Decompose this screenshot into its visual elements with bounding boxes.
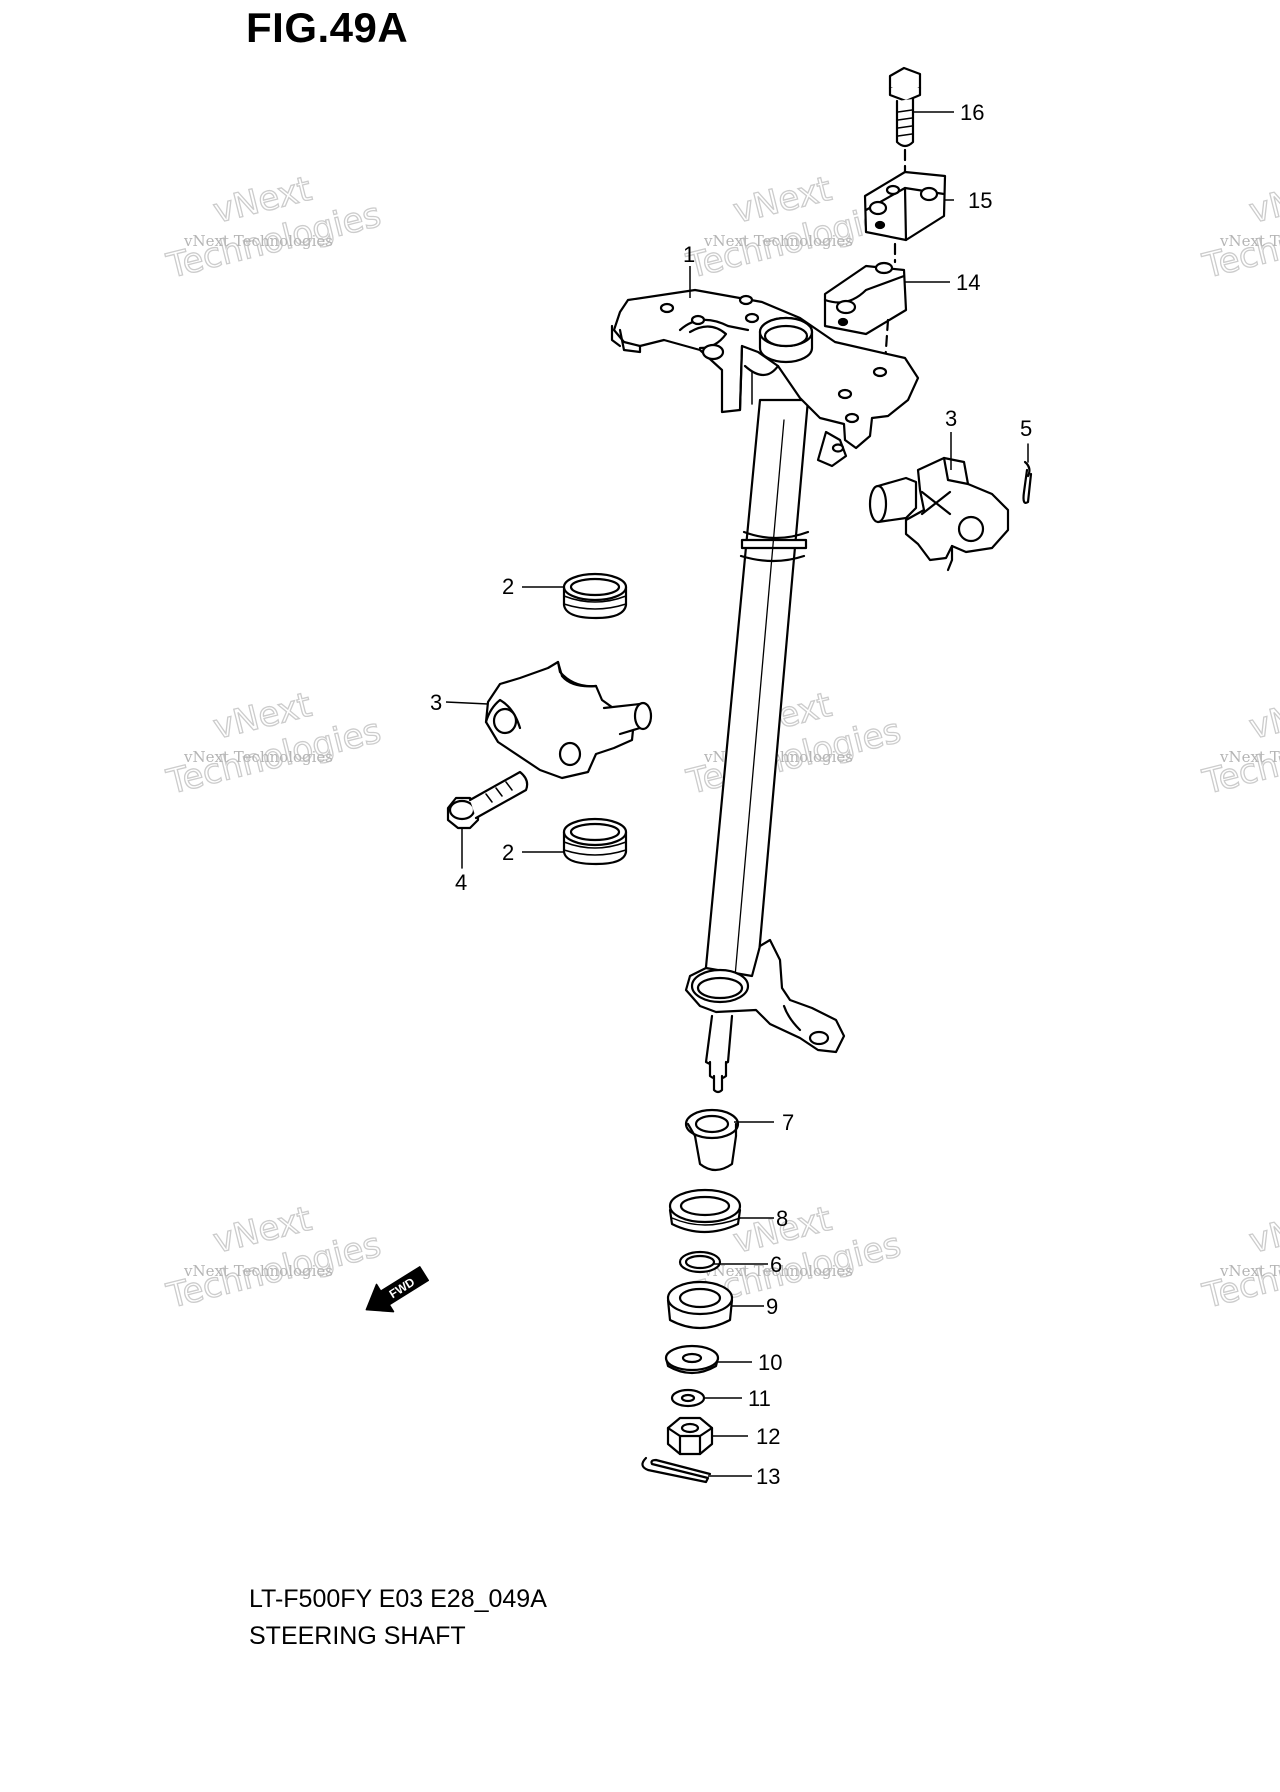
part-1-shaft-bracket <box>610 288 920 468</box>
figure-caption-name: STEERING SHAFT <box>249 1622 466 1650</box>
watermark-left-mid: vNext Technologies vNext Technologies <box>162 684 386 803</box>
part-13-cotter-pin <box>641 1456 712 1484</box>
part-5-cotter-pin <box>1022 460 1033 504</box>
watermark-left-low: vNext Technologies vNext Technologies <box>162 1198 386 1317</box>
callout-11: 11 <box>748 1386 771 1411</box>
callout-13: 13 <box>756 1464 780 1489</box>
part-3-middle-holder <box>484 660 653 780</box>
part-2-upper-bush <box>562 572 628 620</box>
callout-10: 10 <box>758 1350 782 1375</box>
watermark-right-low: vNext Technologies vNext Technologies <box>1198 1198 1280 1317</box>
callout-9: 9 <box>766 1294 778 1319</box>
callout-8: 8 <box>776 1206 788 1231</box>
callout-4: 4 <box>455 870 467 895</box>
watermark-left-top: vNext Technologies vNext Technologies <box>162 168 386 287</box>
callout-14: 14 <box>956 270 980 295</box>
figure-title: FIG.49A <box>246 4 409 51</box>
callout-leaders <box>445 111 954 1477</box>
callout-6: 6 <box>770 1252 782 1277</box>
watermark-right-mid: vNext Technologies vNext Technologies <box>1198 684 1280 803</box>
watermark-big-word: vNext <box>1245 685 1280 748</box>
callout-2-upper: 2 <box>502 574 514 599</box>
shaft-lower-spindle <box>704 1014 734 1094</box>
part-3-upper-holder <box>868 456 1010 572</box>
callout-12: 12 <box>756 1424 780 1449</box>
watermark-small: vNext Technologies <box>1219 1262 1280 1280</box>
watermark-small: vNext Technologies <box>183 748 333 766</box>
watermark-small: vNext Technologies <box>183 232 333 250</box>
part-9-bush <box>666 1280 734 1330</box>
callout-3-middle: 3 <box>430 690 442 715</box>
part-2-lower-bush <box>562 817 628 866</box>
watermark-right-top: vNext Technologies vNext Technologies <box>1198 168 1280 287</box>
figure-caption-model: LT-F500FY E03 E28_049A <box>249 1585 547 1613</box>
callout-16: 16 <box>960 100 984 125</box>
part-6-o-ring <box>678 1250 722 1274</box>
shaft-lower-collar <box>684 938 846 1054</box>
callout-3-upper: 3 <box>945 406 957 431</box>
callout-5: 5 <box>1020 416 1032 441</box>
watermark-center-mid: vNext Technologies vNext Technologies <box>682 684 906 803</box>
watermark-small: vNext Technologies <box>703 1262 853 1280</box>
watermark-small: vNext Technologies <box>1219 232 1280 250</box>
callout-7: 7 <box>782 1110 794 1135</box>
callout-labels: 16 15 14 1 3 5 2 3 4 2 7 8 6 9 10 11 12 … <box>430 100 1032 1489</box>
watermark-small: vNext Technologies <box>1219 748 1280 766</box>
part-15-upper-holder <box>863 170 947 242</box>
watermark-small: vNext Technologies <box>183 1262 333 1280</box>
part-8-seal <box>668 1188 742 1234</box>
callout-2-lower: 2 <box>502 840 514 865</box>
leader-3b <box>445 701 489 705</box>
part-12-nut <box>666 1416 714 1456</box>
callout-15: 15 <box>968 188 992 213</box>
part-16-bolt <box>888 66 922 148</box>
watermark-small: vNext Technologies <box>703 232 853 250</box>
part-10-washer <box>664 1344 720 1375</box>
part-14-lower-holder <box>823 261 908 336</box>
part-4-bolt <box>446 770 529 830</box>
part-7-bush <box>684 1108 740 1172</box>
watermark-big-word: vNext <box>1245 1199 1280 1262</box>
fwd-arrow-icon: FWD <box>365 1266 429 1313</box>
part-11-lock-washer <box>670 1388 706 1408</box>
callout-1: 1 <box>683 242 695 267</box>
watermark-big-word: vNext <box>1245 169 1280 232</box>
steering-shaft-tube <box>702 398 810 990</box>
